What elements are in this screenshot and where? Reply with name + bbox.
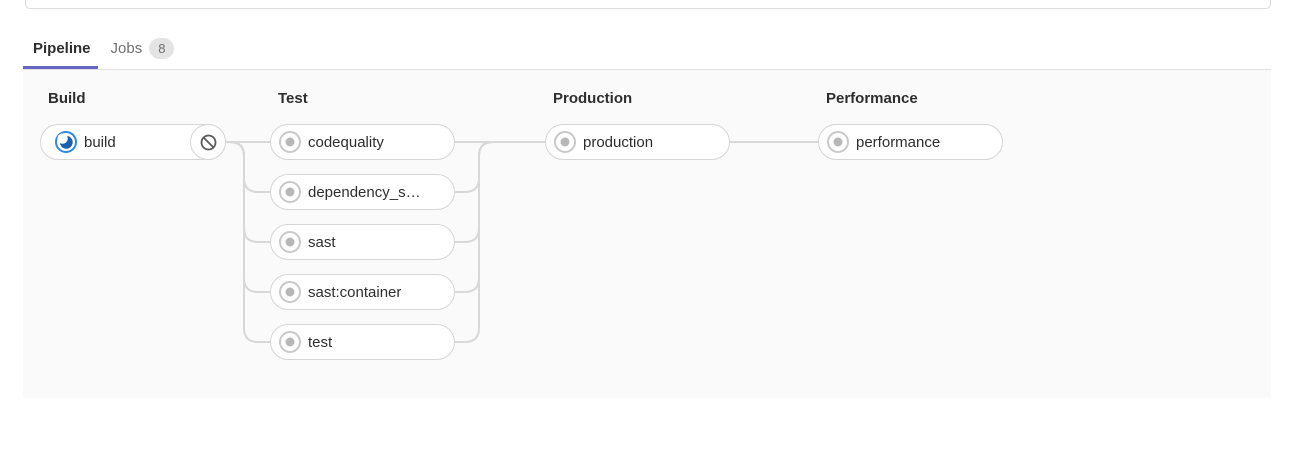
job-performance[interactable]: performance: [818, 124, 1003, 160]
stage-header-production: Production: [553, 90, 633, 107]
tab-pipeline-label: Pipeline: [33, 39, 91, 57]
job-dependency-scanning[interactable]: dependency_s…: [270, 174, 455, 210]
job-label: production: [583, 133, 654, 151]
tab-jobs-label: Jobs: [110, 39, 143, 57]
active-tab-indicator: [23, 66, 98, 69]
stage-header-build: Build: [48, 90, 86, 107]
status-created-icon: [827, 131, 849, 153]
status-created-icon: [279, 331, 301, 353]
job-label: sast: [308, 233, 336, 251]
job-codequality[interactable]: codequality: [270, 124, 455, 160]
status-created-icon: [279, 231, 301, 253]
job-label: dependency_s…: [308, 183, 421, 201]
cancel-ban-icon: [200, 134, 216, 150]
pipeline-graph: Build Test Production Performance build: [23, 70, 1271, 398]
tabs-divider: [23, 69, 1271, 70]
cancel-job-button[interactable]: [190, 124, 226, 160]
job-production[interactable]: production: [545, 124, 730, 160]
status-running-icon: [55, 131, 77, 153]
job-build[interactable]: build: [40, 124, 226, 160]
job-sast-container[interactable]: sast:container: [270, 274, 455, 310]
job-test[interactable]: test: [270, 324, 455, 360]
tab-jobs[interactable]: Jobs 8: [101, 30, 185, 66]
job-sast[interactable]: sast: [270, 224, 455, 260]
job-label: codequality: [308, 133, 384, 151]
status-created-icon: [279, 131, 301, 153]
status-created-icon: [279, 181, 301, 203]
job-label: performance: [856, 133, 941, 151]
jobs-count-badge: 8: [149, 37, 175, 59]
connector-lines: [226, 141, 818, 343]
card-bottom-border: [25, 0, 1271, 9]
stage-header-performance: Performance: [826, 90, 918, 107]
tab-bar: Pipeline Jobs 8: [23, 30, 184, 66]
stage-header-test: Test: [278, 90, 308, 107]
status-created-icon: [279, 281, 301, 303]
job-label: sast:container: [308, 283, 402, 301]
status-created-icon: [554, 131, 576, 153]
tab-pipeline[interactable]: Pipeline: [23, 30, 101, 66]
job-label: test: [308, 333, 333, 351]
job-label: build: [84, 133, 116, 151]
